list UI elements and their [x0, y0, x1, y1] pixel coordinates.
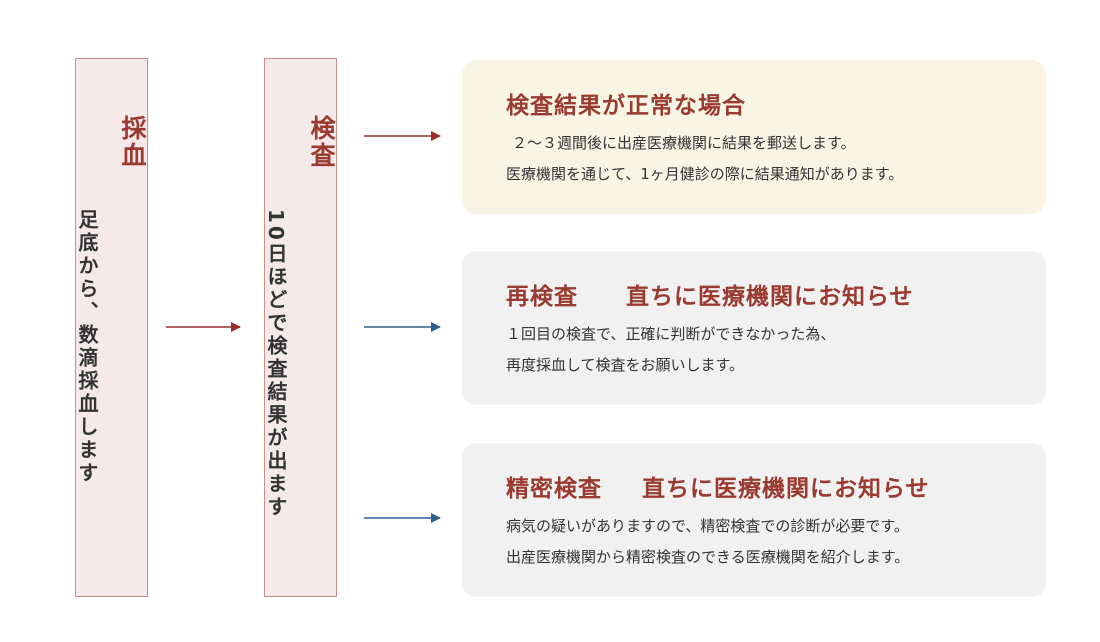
result-normal-title: 検査結果が正常な場合	[506, 86, 1046, 120]
result-retest-title: 再検査 直ちに医療機関にお知らせ	[506, 277, 1046, 311]
step-test-box: 検査 10日ほどで検査結果が出ます	[264, 58, 337, 597]
result-retest-notice: 直ちに医療機関にお知らせ	[626, 284, 914, 310]
result-detailed-line-2: 出産医療機関から精密検査のできる医療機関を紹介します。	[506, 548, 910, 566]
step-collection-text: 足底から、数滴採血します	[75, 209, 99, 485]
step-collection-title: 採血	[118, 115, 147, 169]
result-normal-card: 検査結果が正常な場合 ２～３週間後に出産医療機関に結果を郵送します。 医療機関を…	[462, 60, 1046, 214]
step-test-text: 10日ほどで検査結果が出ます	[264, 209, 288, 519]
result-detailed-line-1: 病気の疑いがありますので、精密検査での診断が必要です。	[506, 517, 909, 535]
result-normal-line-1: ２～３週間後に出産医療機関に結果を郵送します。	[512, 134, 856, 152]
step-test-title: 検査	[307, 115, 336, 169]
result-detailed-card: 精密検査 直ちに医療機関にお知らせ 病気の疑いがありますので、精密検査での診断が必…	[462, 443, 1046, 597]
result-detailed-notice: 直ちに医療機関にお知らせ	[642, 476, 930, 502]
result-detailed-title: 精密検査 直ちに医療機関にお知らせ	[506, 469, 1046, 503]
result-retest-line-1: １回目の検査で、正確に判断ができなかった為、	[506, 325, 836, 343]
result-retest-title-text: 再検査	[506, 284, 578, 310]
result-retest-card: 再検査 直ちに医療機関にお知らせ １回目の検査で、正確に判断ができなかった為、 再…	[462, 251, 1046, 405]
result-normal-title-text: 検査結果が正常な場合	[506, 93, 746, 119]
result-detailed-title-text: 精密検査	[506, 476, 602, 502]
step-collection-box: 採血 足底から、数滴採血します	[75, 58, 148, 597]
result-retest-line-2: 再度採血して検査をお願いします。	[506, 356, 745, 374]
result-normal-line-2: 医療機関を通じて、1ヶ月健診の際に結果通知があります。	[506, 165, 904, 183]
